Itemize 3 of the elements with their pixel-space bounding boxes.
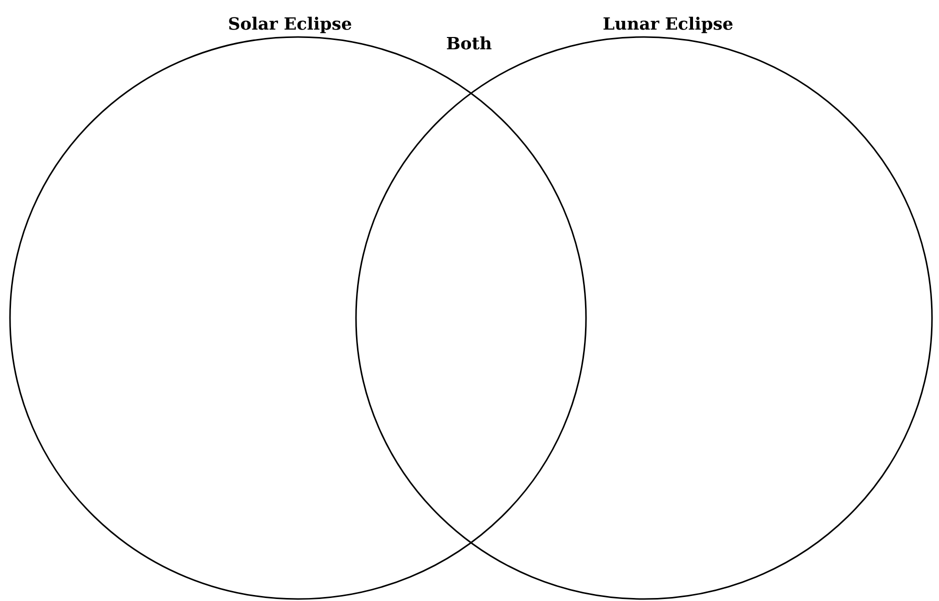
circle-heading: Lunar Eclipse [604,16,732,34]
overlap-label: Both [446,36,492,50]
circle-heading: Solar Eclipse [229,16,352,34]
